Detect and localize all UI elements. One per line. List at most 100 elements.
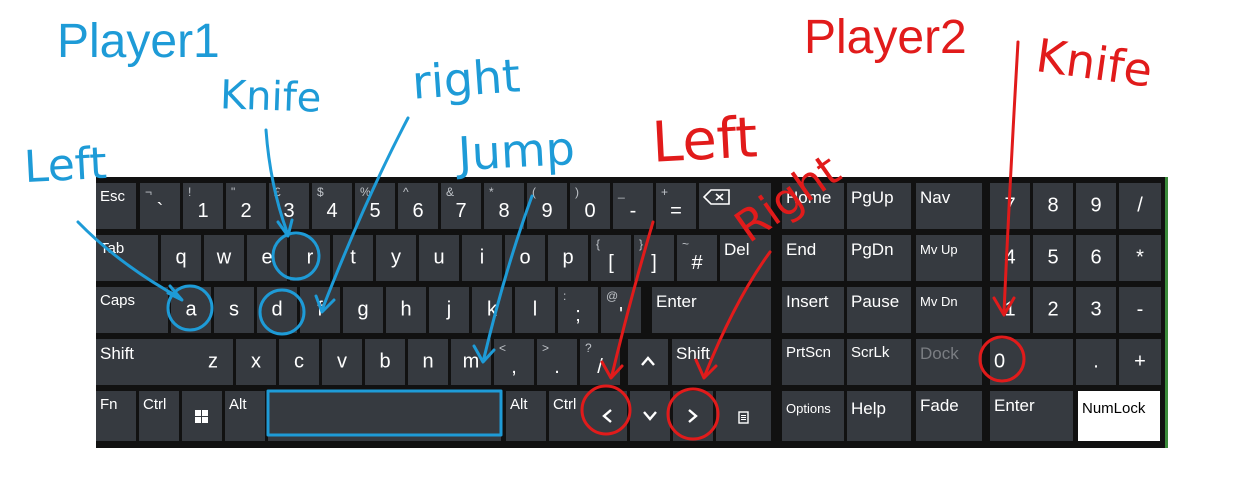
key-lbracket[interactable]: {[: [591, 235, 631, 281]
arrow-left: [76, 220, 182, 300]
key-t[interactable]: t: [333, 235, 373, 281]
key-w[interactable]: w: [204, 235, 244, 281]
key-caps[interactable]: Caps: [96, 287, 168, 333]
key-minus[interactable]: _-: [613, 183, 653, 229]
key-rbracket[interactable]: }]: [634, 235, 674, 281]
menu-icon: [738, 411, 749, 424]
key-2[interactable]: "2: [226, 183, 266, 229]
key-pause[interactable]: Pause: [847, 287, 911, 333]
key-esc[interactable]: Esc: [96, 183, 136, 229]
key-windows[interactable]: [182, 391, 222, 441]
arrow-knife-p2: [1002, 40, 1020, 314]
key-num0[interactable]: 0: [990, 339, 1073, 385]
key-backtick[interactable]: ¬`: [140, 183, 180, 229]
key-tab[interactable]: Tab: [96, 235, 158, 281]
key-end[interactable]: End: [782, 235, 844, 281]
key-space[interactable]: [268, 391, 501, 441]
key-comma[interactable]: <,: [494, 339, 534, 385]
key-i[interactable]: i: [462, 235, 502, 281]
key-j[interactable]: j: [429, 287, 469, 333]
key-nav[interactable]: Nav: [916, 183, 982, 229]
key-g[interactable]: g: [343, 287, 383, 333]
key-z[interactable]: z: [193, 339, 233, 385]
arrow-right: [320, 116, 410, 312]
key-b[interactable]: b: [365, 339, 405, 385]
key-k[interactable]: k: [472, 287, 512, 333]
key-4[interactable]: $4: [312, 183, 352, 229]
key-home[interactable]: Home: [782, 183, 844, 229]
key-num-dot[interactable]: .: [1076, 339, 1116, 385]
key-numlock[interactable]: NumLock: [1078, 391, 1160, 441]
key-h[interactable]: h: [386, 287, 426, 333]
key-c[interactable]: c: [279, 339, 319, 385]
key-n[interactable]: n: [408, 339, 448, 385]
key-7[interactable]: &7: [441, 183, 481, 229]
key-1[interactable]: !1: [183, 183, 223, 229]
key-ralt[interactable]: Alt: [506, 391, 546, 441]
key-up-arrow[interactable]: [628, 339, 668, 385]
key-num6[interactable]: 6: [1076, 235, 1116, 281]
key-s[interactable]: s: [214, 287, 254, 333]
key-lshift[interactable]: Shift: [96, 339, 196, 385]
key-down-arrow[interactable]: [630, 391, 670, 441]
key-num5[interactable]: 5: [1033, 235, 1073, 281]
key-hash[interactable]: ~#: [677, 235, 717, 281]
key-del[interactable]: Del: [720, 235, 771, 281]
key-num-minus[interactable]: -: [1119, 287, 1161, 333]
key-help[interactable]: Help: [847, 391, 911, 441]
key-p[interactable]: p: [548, 235, 588, 281]
chevron-up-icon: [641, 356, 655, 366]
key-fn[interactable]: Fn: [96, 391, 136, 441]
key-num8[interactable]: 8: [1033, 183, 1073, 229]
key-num9[interactable]: 9: [1076, 183, 1116, 229]
player2-title: Player2: [804, 11, 967, 64]
key-num-enter[interactable]: Enter: [990, 391, 1073, 441]
key-num3[interactable]: 3: [1076, 287, 1116, 333]
key-quote[interactable]: @': [601, 287, 641, 333]
key-backspace[interactable]: [699, 183, 771, 229]
key-mvup[interactable]: Mv Up: [916, 235, 982, 281]
key-dock[interactable]: Dock: [916, 339, 982, 385]
key-l[interactable]: l: [515, 287, 555, 333]
key-num4[interactable]: 4: [990, 235, 1030, 281]
key-num-divide[interactable]: /: [1119, 183, 1161, 229]
key-scrlk[interactable]: ScrLk: [847, 339, 911, 385]
key-8[interactable]: *8: [484, 183, 524, 229]
key-6[interactable]: ^6: [398, 183, 438, 229]
key-y[interactable]: y: [376, 235, 416, 281]
key-num1[interactable]: 1: [990, 287, 1030, 333]
key-lalt[interactable]: Alt: [225, 391, 265, 441]
key-rshift[interactable]: Shift: [672, 339, 771, 385]
key-5[interactable]: %5: [355, 183, 395, 229]
key-insert[interactable]: Insert: [782, 287, 844, 333]
key-pgup[interactable]: PgUp: [847, 183, 911, 229]
key-x[interactable]: x: [236, 339, 276, 385]
key-num-plus[interactable]: +: [1119, 339, 1161, 385]
key-pgdn[interactable]: PgDn: [847, 235, 911, 281]
key-num2[interactable]: 2: [1033, 287, 1073, 333]
key-9[interactable]: (9: [527, 183, 567, 229]
key-num-multiply[interactable]: *: [1119, 235, 1161, 281]
key-u[interactable]: u: [419, 235, 459, 281]
chevron-down-icon: [643, 411, 657, 421]
player2-markings: [580, 40, 1026, 441]
key-q[interactable]: q: [161, 235, 201, 281]
player1-markings: [76, 116, 534, 437]
key-right-arrow[interactable]: [673, 391, 713, 441]
key-lctrl[interactable]: Ctrl: [139, 391, 179, 441]
key-prtscn[interactable]: PrtScn: [782, 339, 844, 385]
key-menu[interactable]: [716, 391, 771, 441]
key-enter[interactable]: Enter: [652, 287, 771, 333]
key-fade[interactable]: Fade: [916, 391, 982, 441]
key-equals[interactable]: +=: [656, 183, 696, 229]
key-period[interactable]: >.: [537, 339, 577, 385]
p2-left-label: Left: [650, 105, 759, 176]
key-semicolon[interactable]: :;: [558, 287, 598, 333]
key-v[interactable]: v: [322, 339, 362, 385]
key-0[interactable]: )0: [570, 183, 610, 229]
arrow-right-p2: [703, 250, 772, 377]
highlight-space: [266, 389, 503, 437]
p1-left-label: Left: [22, 137, 109, 194]
key-options[interactable]: Options: [782, 391, 844, 441]
key-mvdn[interactable]: Mv Dn: [916, 287, 982, 333]
